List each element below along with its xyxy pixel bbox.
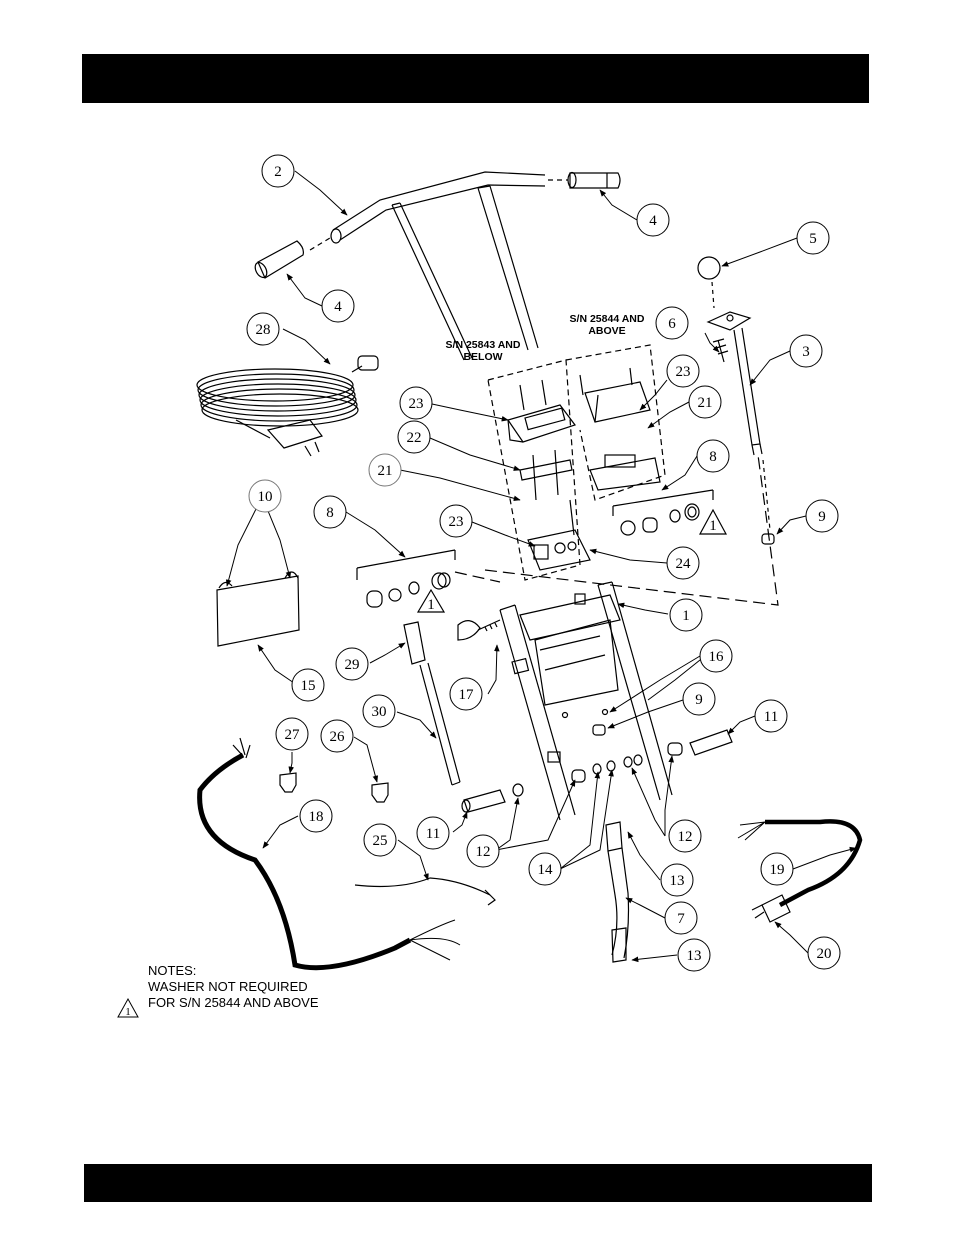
callout-8-left: 8 <box>326 505 334 521</box>
callout-3: 3 <box>802 344 810 360</box>
callout-25: 25 <box>373 833 388 849</box>
callout-1: 1 <box>682 608 690 624</box>
callout-5: 5 <box>809 231 817 247</box>
callout-16: 16 <box>709 649 725 665</box>
lever-rod-part <box>708 312 770 530</box>
parts-drawing <box>197 172 860 968</box>
callout-26: 26 <box>330 729 346 745</box>
plug-part-26 <box>372 783 388 802</box>
bracket-part-22 <box>520 460 572 480</box>
callout-27: 27 <box>285 727 301 743</box>
callout-numbers: 2 4 4 5 6 3 28 23 23 21 22 21 8 10 8 9 2… <box>256 164 832 964</box>
callout-19: 19 <box>770 862 785 878</box>
callout-12-right: 12 <box>678 829 693 845</box>
callout-20: 20 <box>817 946 832 962</box>
squeegee-part-29-30 <box>404 622 460 785</box>
note-line-1: WASHER NOT REQUIRED <box>148 979 319 995</box>
callout-18: 18 <box>309 809 324 825</box>
knob-part <box>698 257 720 279</box>
callout-6: 6 <box>668 316 676 332</box>
plug-part-20 <box>752 895 790 922</box>
callout-23-right: 23 <box>676 364 691 380</box>
notes-block: NOTES: 1 WASHER NOT REQUIRED FOR S/N 258… <box>148 963 319 1011</box>
warning-sign-part-15 <box>217 572 299 646</box>
warning-flag-icon: 1 <box>116 997 140 1019</box>
switch-plate-part <box>528 530 590 570</box>
callout-11-right: 11 <box>764 709 778 725</box>
pin-part-11-left <box>462 790 505 812</box>
note-flag-number: 1 <box>125 1006 131 1018</box>
callout-7: 7 <box>677 911 685 927</box>
callout-24: 24 <box>676 556 692 572</box>
notes-heading: NOTES: <box>148 963 319 979</box>
callout-12-left: 12 <box>476 844 491 860</box>
callout-11-left: 11 <box>426 826 440 842</box>
callout-23-left: 23 <box>409 396 424 412</box>
callout-22: 22 <box>407 430 422 446</box>
callout-13-lower: 13 <box>687 948 702 964</box>
note-item-1: 1 WASHER NOT REQUIRED FOR S/N 25844 AND … <box>148 979 319 1011</box>
callout-bubbles <box>247 155 840 971</box>
callout-23-lower: 23 <box>449 514 464 530</box>
callout-9-lower: 9 <box>695 692 703 708</box>
callout-28: 28 <box>256 322 271 338</box>
callout-30: 30 <box>372 704 387 720</box>
callout-2: 2 <box>274 164 282 180</box>
sn-above-line1: S/N 25844 AND <box>570 313 645 325</box>
callout-21-right: 21 <box>698 395 713 411</box>
warning-flag-number-left: 1 <box>427 597 435 613</box>
bushing-set-left <box>357 550 455 607</box>
callout-29: 29 <box>345 657 360 673</box>
bolt-part-17 <box>458 620 500 640</box>
harness-part-18 <box>200 755 410 968</box>
upright-rail-right <box>478 186 538 350</box>
switch-box-below-part <box>508 405 575 442</box>
note-line-2: FOR S/N 25844 AND ABOVE <box>148 995 319 1011</box>
callout-21-left: 21 <box>378 463 393 479</box>
callout-13-upper: 13 <box>670 873 685 889</box>
pin-part-11-right <box>668 730 732 755</box>
group-above-outline <box>566 345 665 500</box>
callout-4-right: 4 <box>649 213 657 229</box>
upright-rail-left <box>392 203 472 360</box>
switch-box-above-part <box>585 382 660 490</box>
grip-right-part <box>568 173 620 189</box>
callout-17: 17 <box>459 687 475 703</box>
power-cord-coil-part <box>197 356 378 456</box>
bushing-set-right <box>613 490 713 535</box>
footer-bar <box>84 1164 872 1202</box>
grip-left-part <box>253 241 304 279</box>
screw-part-6 <box>713 339 728 362</box>
leader-lines <box>227 171 856 960</box>
callout-8-right: 8 <box>709 449 717 465</box>
warning-flag-number-right: 1 <box>709 518 717 534</box>
spacer-part-9 <box>762 534 774 544</box>
sn-below-line2: BELOW <box>463 351 502 363</box>
callout-9-upper: 9 <box>818 509 826 525</box>
sn-above-line2: ABOVE <box>588 325 625 337</box>
spacer-part-9b <box>593 725 605 735</box>
handle-bar-part <box>333 172 545 230</box>
callout-14: 14 <box>538 862 554 878</box>
callout-10: 10 <box>258 489 273 505</box>
wire-part-25 <box>355 878 490 895</box>
handle-rod-part-7 <box>606 822 629 962</box>
callout-4-left: 4 <box>334 299 342 315</box>
plug-part-27 <box>280 773 296 792</box>
callout-15: 15 <box>301 678 316 694</box>
frame-part-1 <box>500 582 672 820</box>
sn-below-line1: S/N 25843 AND <box>446 339 521 351</box>
